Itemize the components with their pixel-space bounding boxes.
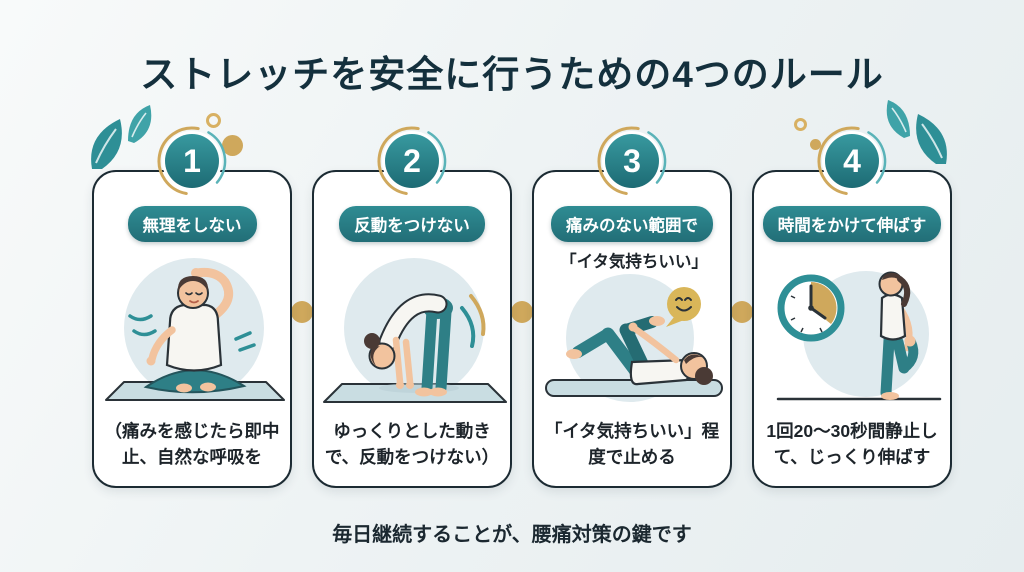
number-badge-1: 1 <box>157 126 227 196</box>
gold-dot-decoration <box>222 135 243 156</box>
connector-dot <box>291 301 313 323</box>
page-title: ストレッチを安全に行うための4つのルール <box>140 54 884 95</box>
ring-decoration <box>794 118 807 131</box>
number-badge-4: 4 <box>817 126 887 196</box>
rule-card-3: 3 痛みのない範囲で 「イタ気持ちいい」 <box>532 126 734 488</box>
leaf-decoration-right <box>886 100 947 164</box>
rule-label-pill: 反動をつけない <box>339 206 485 242</box>
rule-card-1: 1 無理をしない <box>92 126 294 488</box>
rule-label-pill: 時間をかけて伸ばす <box>762 206 942 242</box>
rule-card-2: 2 反動をつけない <box>312 126 514 488</box>
number-badge-3: 3 <box>597 126 667 196</box>
number-badge-2: 2 <box>377 126 447 196</box>
badge-number: 2 <box>403 143 421 179</box>
connector-dot <box>731 301 753 323</box>
gold-dot-decoration <box>810 139 821 150</box>
forward-fold-illustration <box>314 246 514 414</box>
smiley-icon <box>667 287 701 321</box>
leaf-decoration-left <box>91 105 152 169</box>
badge-number: 4 <box>843 143 861 179</box>
rule-label-pill: 無理をしない <box>127 206 257 242</box>
rule-label-pill: 痛みのない範囲で <box>551 206 713 242</box>
rule-caption: （痛みを感じたら即中止、自然な呼吸を <box>104 420 280 467</box>
rule-caption: 1回20〜30秒間静止して、じっくり伸ばす <box>766 420 938 467</box>
clock-icon <box>777 274 845 342</box>
knee-hug-illustration: 「イタ気持ちいい」 <box>534 246 734 414</box>
badge-number: 1 <box>183 143 201 179</box>
rule-caption: ゆっくりとした動きで、反動をつけない） <box>324 420 500 467</box>
quad-stretch-illustration <box>754 246 954 414</box>
rule-card-4: 4 時間をかけて伸ばす <box>752 126 954 488</box>
connector-dot <box>511 301 533 323</box>
rule-caption: 「イタ気持ちいい」程度で止める <box>544 420 720 467</box>
ita-kimochiii-quote: 「イタ気持ちいい」 <box>560 253 708 271</box>
seated-side-stretch-illustration <box>94 246 294 414</box>
badge-number: 3 <box>623 143 641 179</box>
ring-decoration <box>206 113 221 128</box>
footer-note: 毎日継続することが、腰痛対策の鍵です <box>332 524 692 546</box>
